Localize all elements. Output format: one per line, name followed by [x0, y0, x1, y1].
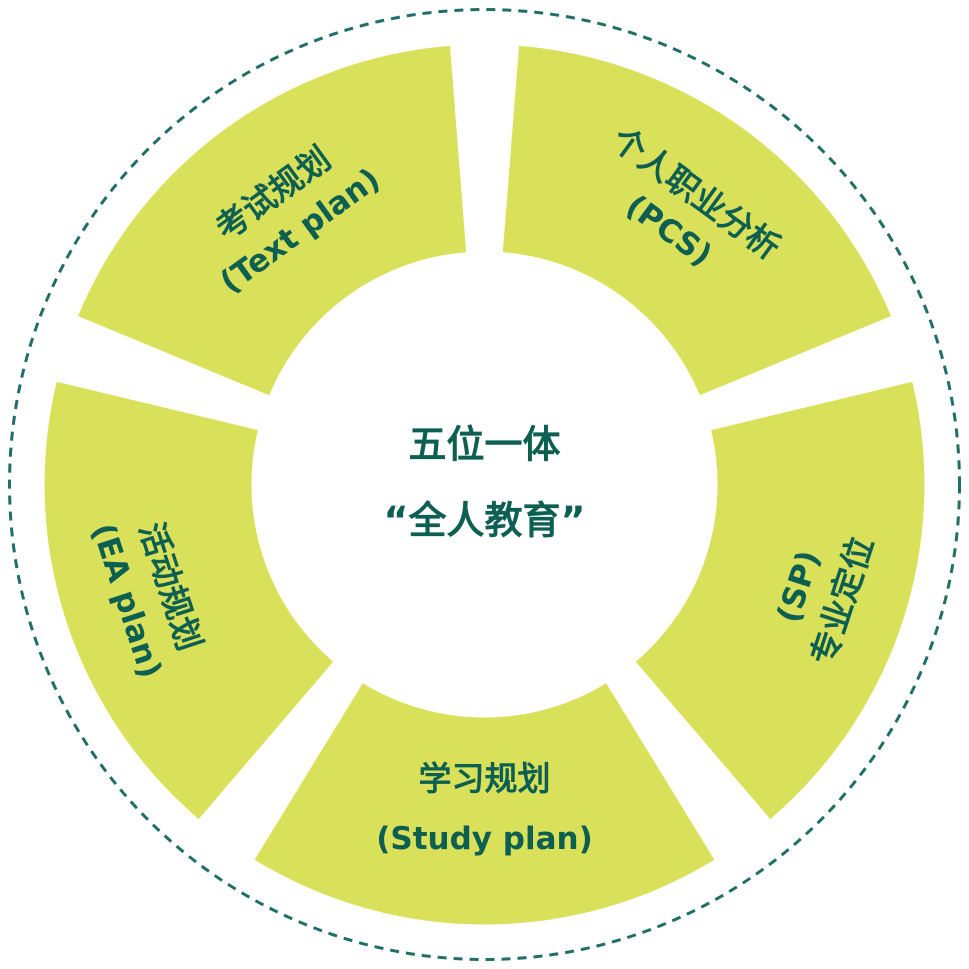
segment-shape: [254, 683, 715, 925]
segment-study-plan: 学习规划 (Study plan): [254, 683, 715, 925]
segment-title: 学习规划: [419, 759, 551, 798]
segment-pcs: 个人职业分析 (PCS): [502, 45, 891, 396]
segment-shape: [44, 381, 334, 820]
outer-dashed-ring: [8, 8, 961, 961]
segment-shape: [502, 45, 891, 396]
segment-subtitle: (Study plan): [376, 821, 593, 857]
center-subtitle: “全人教育”: [384, 499, 586, 543]
center-title: 五位一体: [408, 423, 560, 467]
segment-text-plan: 考试规划 (Text plan): [78, 45, 467, 396]
segment-shape: [78, 45, 467, 396]
segment-ea-plan: 活动规划 (EA plan): [44, 381, 334, 820]
segment-shape: [635, 381, 925, 820]
segment-sp: 专业定位 (SP): [635, 381, 925, 820]
